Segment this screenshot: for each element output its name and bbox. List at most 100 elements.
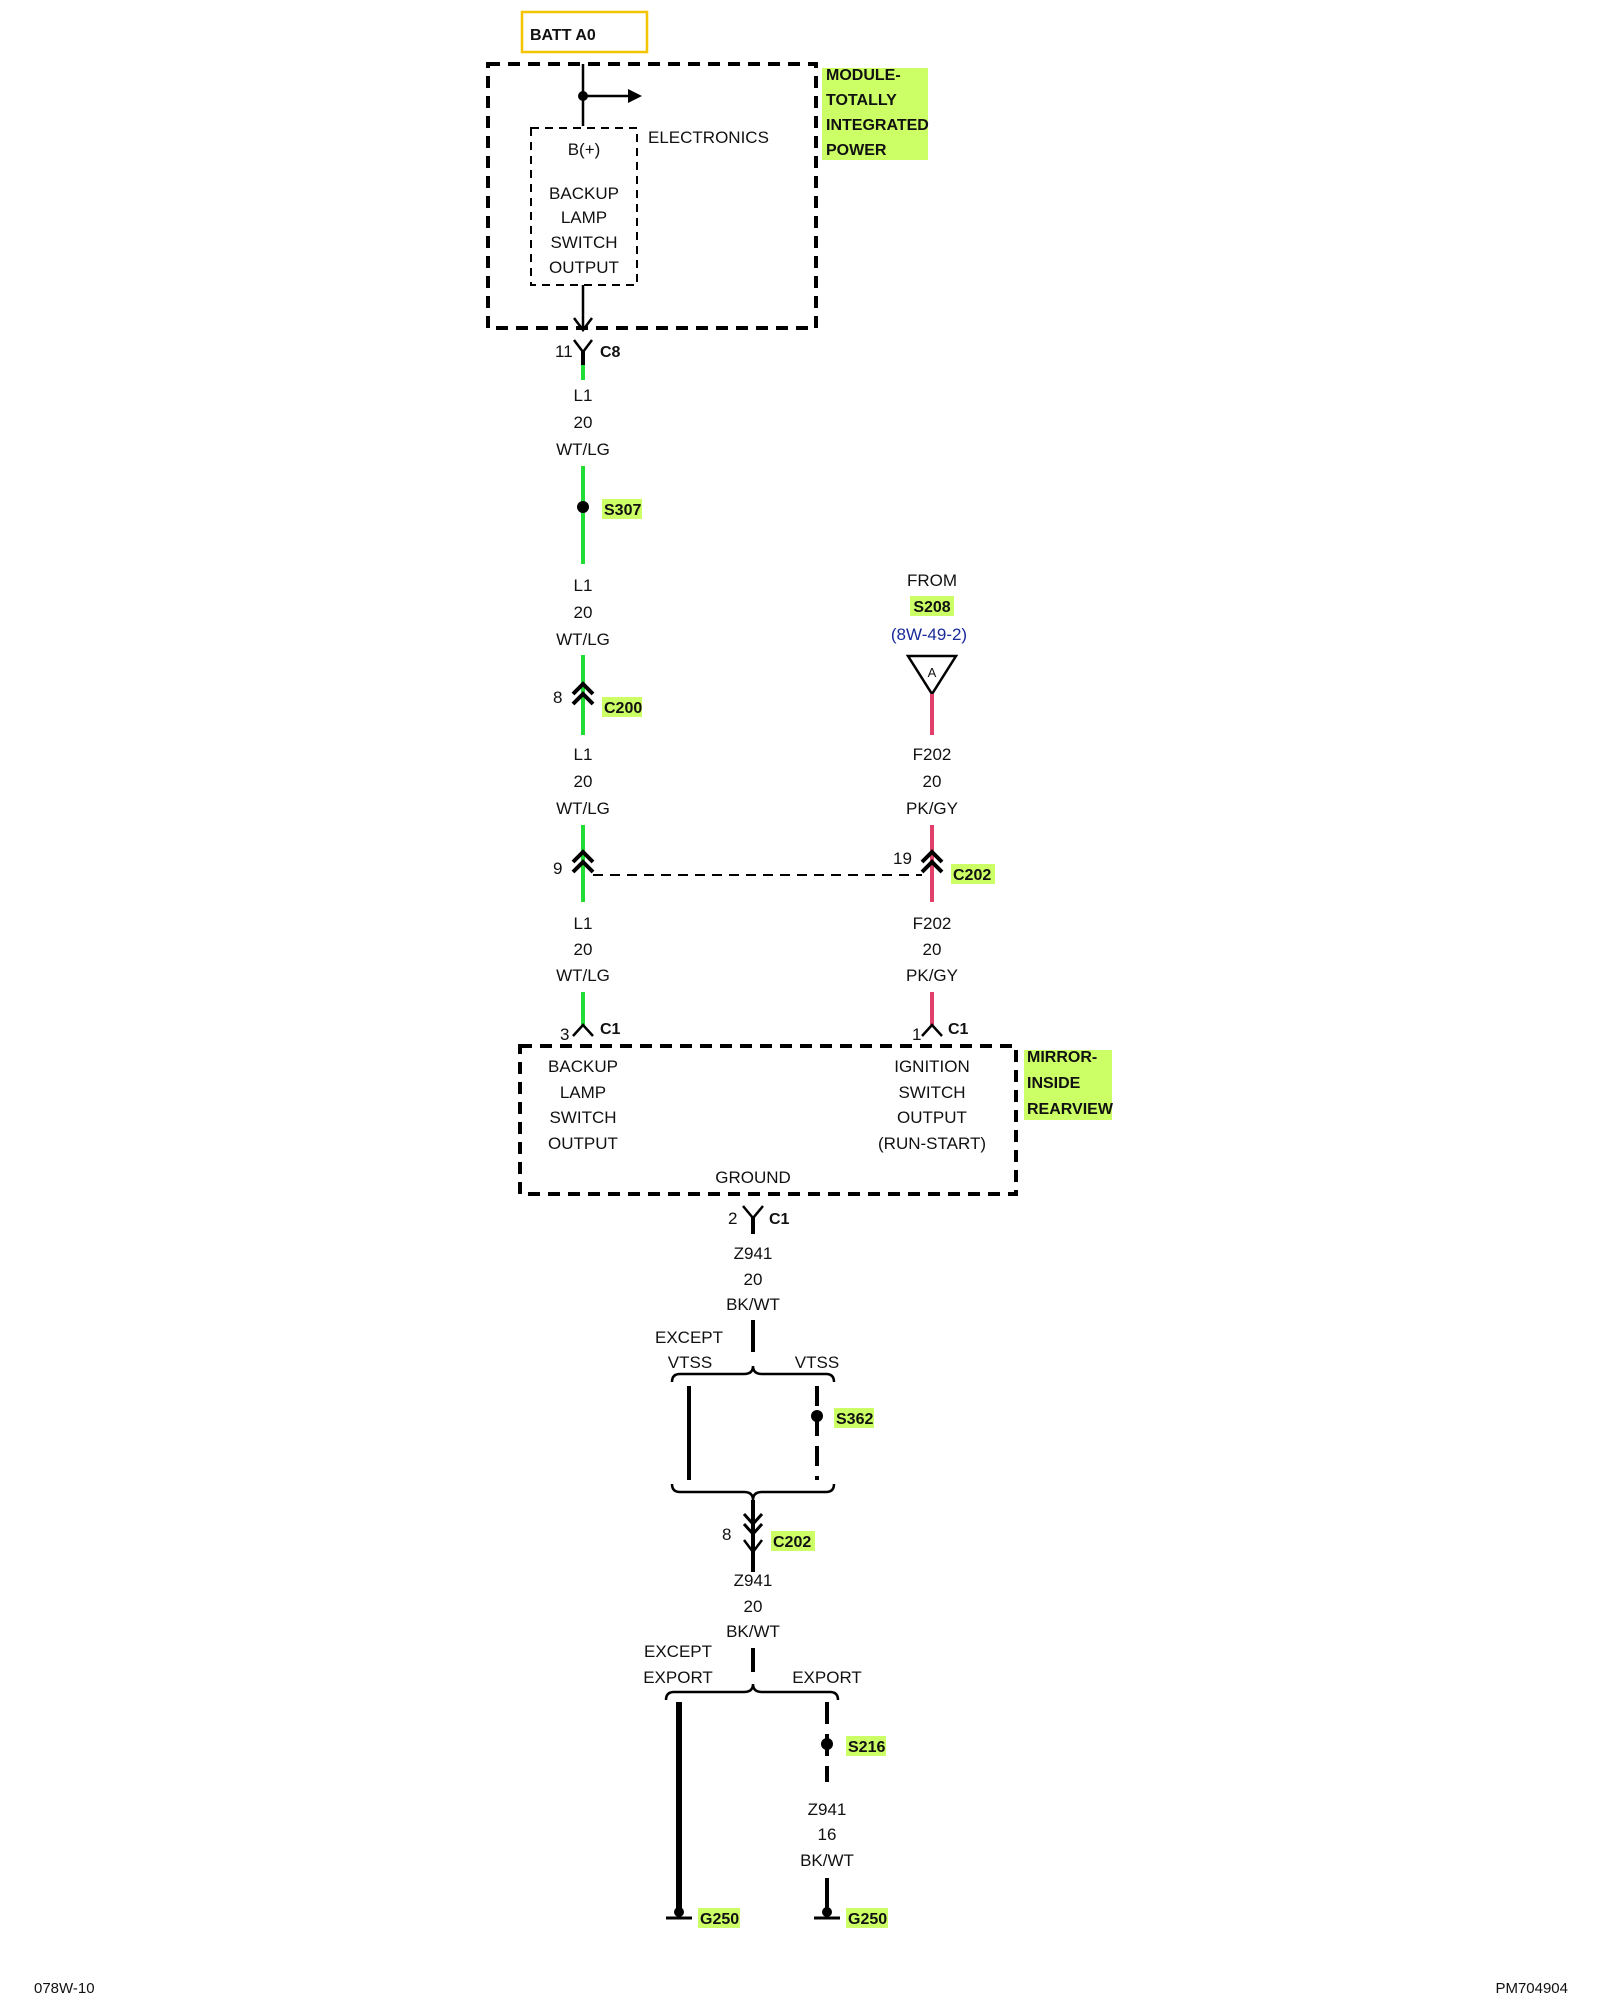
mirror-name-line-3: REARVIEW	[1027, 1101, 1114, 1118]
g250-left-dot	[674, 1907, 684, 1917]
c202-pin-right: 19	[893, 849, 912, 868]
l1-color-4: WT/LG	[556, 966, 610, 985]
c202-top-name: C202	[953, 867, 991, 884]
l1-circuit-4: L1	[574, 914, 593, 933]
export-except-label: EXCEPT	[644, 1642, 712, 1661]
l1-gauge-1: 20	[574, 413, 593, 432]
l1-circuit-1: L1	[574, 386, 593, 405]
c202-bottom-name: C202	[773, 1534, 811, 1551]
module-name-line-2: TOTALLY	[826, 92, 897, 109]
z941-circuit-2: Z941	[734, 1571, 773, 1590]
l1-gauge-2: 20	[574, 603, 593, 622]
c200-highlight	[602, 697, 642, 717]
s208-label: S208	[913, 599, 950, 616]
s362-label: S362	[836, 1411, 873, 1428]
z941-gauge-2: 20	[744, 1597, 763, 1616]
z941-color-1: BK/WT	[726, 1295, 780, 1314]
s307-splice-dot	[577, 501, 589, 513]
mirror-box	[518, 1044, 1018, 1196]
l1-gauge-3: 20	[574, 772, 593, 791]
module-name-line-3: INTEGRATED	[826, 117, 929, 134]
mirror-name-highlight	[1024, 1050, 1112, 1120]
c8-name: C8	[600, 344, 621, 361]
f202-gauge-2: 20	[923, 940, 942, 959]
l1-circuit-3: L1	[574, 745, 593, 764]
z941-16-gauge: 16	[818, 1825, 837, 1844]
export-brace	[664, 1683, 840, 1701]
c202-bottom-connector-icon	[743, 1539, 763, 1555]
l1-color-2: WT/LG	[556, 630, 610, 649]
mirror-ground-label: GROUND	[715, 1168, 791, 1187]
g250-left-label: G250	[700, 1911, 739, 1928]
f202-circuit-1: F202	[913, 745, 952, 764]
electronics-label: ELECTRONICS	[648, 128, 769, 147]
f202-color-1: PK/GY	[906, 799, 958, 818]
c202-pin-left: 9	[553, 859, 562, 878]
c202-bottom-highlight	[771, 1531, 815, 1551]
vtss-label: VTSS	[795, 1353, 839, 1372]
module-pin-line-4: SWITCH	[550, 233, 617, 252]
g250-right-label: G250	[848, 1911, 887, 1928]
f202-circuit-2: F202	[913, 914, 952, 933]
c1-pin-right: 1	[912, 1025, 921, 1044]
c1-name-left: C1	[600, 1021, 621, 1038]
c1-pin-ground: 2	[728, 1209, 737, 1228]
footer-right: PM704904	[1495, 1980, 1568, 1997]
module-name-highlight	[822, 68, 928, 160]
c1-name-ground: C1	[769, 1211, 790, 1228]
g250-left-highlight	[698, 1908, 740, 1928]
z941-gauge-1: 20	[744, 1270, 763, 1289]
from-reference: (8W-49-2)	[891, 625, 967, 644]
c202-left-connector-icon	[571, 849, 595, 874]
l1-circuit-2: L1	[574, 576, 593, 595]
mirror-right-line-3: OUTPUT	[897, 1108, 967, 1127]
c1-pin-left: 3	[560, 1025, 569, 1044]
z941-color-2: BK/WT	[726, 1622, 780, 1641]
mirror-left-line-4: OUTPUT	[548, 1134, 618, 1153]
c202-bottom-pin: 8	[722, 1525, 731, 1544]
s362-splice-dot	[811, 1410, 823, 1422]
mirror-right-line-4: (RUN-START)	[878, 1134, 986, 1153]
mirror-name-line-1: MIRROR-	[1027, 1049, 1097, 1066]
c200-connector-icon	[571, 681, 595, 706]
module-pin-line-1: B(+)	[568, 140, 601, 159]
module-box	[486, 62, 818, 330]
s216-highlight	[846, 1736, 886, 1756]
vtss-top-brace	[670, 1365, 836, 1383]
mirror-left-line-1: BACKUP	[548, 1057, 618, 1076]
c200-pin: 8	[553, 688, 562, 707]
g250-right-dot	[822, 1907, 832, 1917]
mirror-name-line-2: INSIDE	[1027, 1075, 1081, 1092]
f202-color-2: PK/GY	[906, 966, 958, 985]
f202-gauge-1: 20	[923, 772, 942, 791]
vtss-bottom-brace	[670, 1483, 836, 1501]
module-name-line-4: POWER	[826, 142, 887, 159]
s216-splice-dot	[821, 1738, 833, 1750]
c202-bottom-arrow-icon	[742, 1512, 764, 1537]
z941-circuit-1: Z941	[734, 1244, 773, 1263]
c1-name-right: C1	[948, 1021, 969, 1038]
module-name-line-1: MODULE-	[826, 67, 901, 84]
z941-16-color: BK/WT	[800, 1851, 854, 1870]
mirror-right-line-2: SWITCH	[898, 1083, 965, 1102]
l1-color-1: WT/LG	[556, 440, 610, 459]
g250-right-highlight	[846, 1908, 888, 1928]
footer-left: 078W-10	[34, 1980, 95, 1997]
c8-pin: 11	[555, 342, 573, 361]
electronics-arrow-icon	[628, 89, 642, 103]
batt-label: BATT A0	[530, 27, 596, 44]
export-except-export-label: EXPORT	[643, 1668, 713, 1687]
from-label: FROM	[907, 571, 957, 590]
c1-right-connector-icon	[921, 1023, 943, 1037]
module-pin-line-3: LAMP	[561, 208, 607, 227]
mirror-left-line-2: LAMP	[560, 1083, 606, 1102]
from-tag-letter: A	[928, 665, 937, 680]
l1-gauge-4: 20	[574, 940, 593, 959]
s307-label: S307	[604, 502, 641, 519]
vtss-except-vtss-label: VTSS	[668, 1353, 712, 1372]
s307-highlight	[602, 499, 642, 519]
vtss-except-label: EXCEPT	[655, 1328, 723, 1347]
mirror-right-line-1: IGNITION	[894, 1057, 970, 1076]
c200-name: C200	[604, 700, 642, 717]
